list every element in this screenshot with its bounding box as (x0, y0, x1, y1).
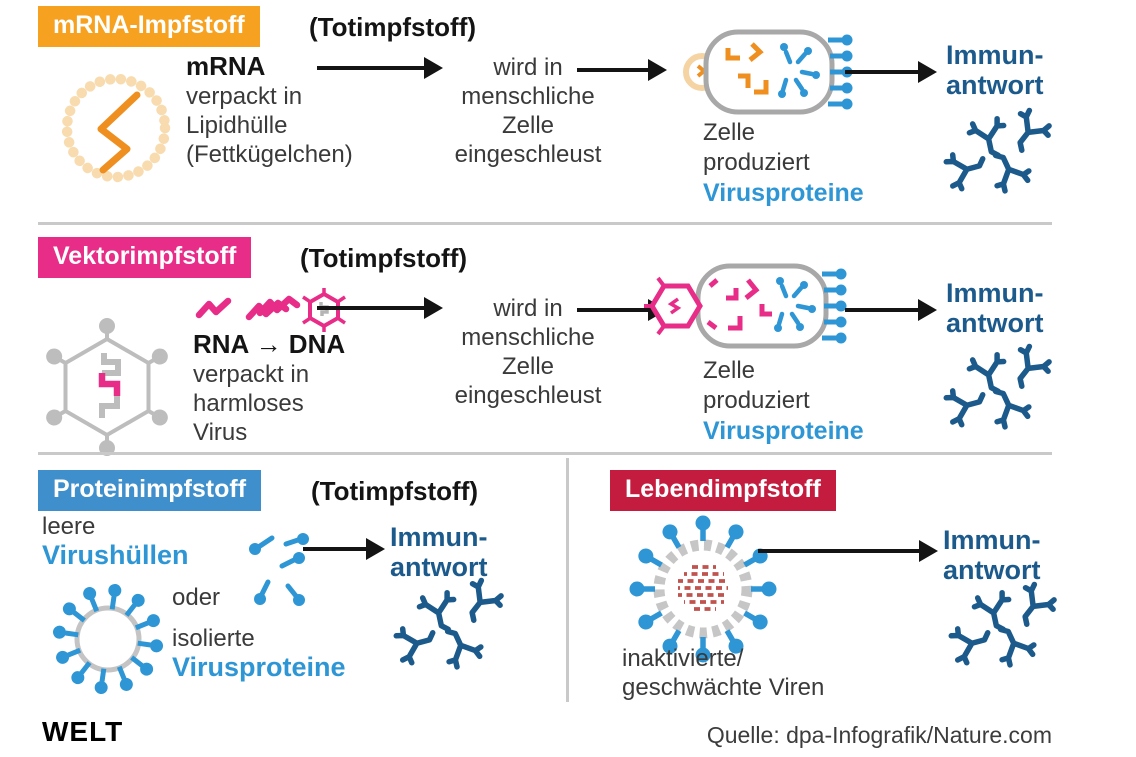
divider (38, 222, 1052, 225)
text-line: produziert (703, 149, 810, 176)
lipid-vesicle-icon (61, 73, 171, 183)
source-credit: Quelle: dpa-Infografik/Nature.com (706, 722, 1052, 748)
sublabel-totimpfstoff-3: (Totimpfstoff) (311, 476, 479, 506)
arrow-icon (303, 538, 385, 560)
text-line: inaktivierte/ (622, 645, 744, 672)
mrna-packed-text: mRNA verpackt in Lipidhülle (Fettkügelch… (186, 50, 353, 169)
rna-double-strand-icon (245, 295, 301, 321)
viral-genome (678, 565, 728, 611)
text-line: antwort (390, 552, 488, 582)
isolated-proteins-icon (249, 533, 309, 606)
text-line: Lipidhülle (186, 112, 288, 139)
rna-strand-icon (195, 297, 232, 319)
welt-logo: WELT (42, 716, 124, 747)
immune-response-label: Immun- antwort (943, 525, 1041, 585)
dna-strand-gray (101, 353, 121, 376)
immune-response-label: Immun- antwort (946, 40, 1044, 100)
virushuellen-label: Virushüllen (42, 540, 189, 570)
vektor-cell-text: Zelle produziert Virusproteine (703, 356, 864, 446)
text-line: Zelle (501, 353, 555, 380)
text-line: produziert (703, 387, 810, 414)
text-line: verpackt in (186, 83, 303, 110)
antibody-icons (953, 586, 1057, 668)
arrow-icon (317, 297, 443, 319)
rna-dna-title: RNA → DNA (193, 329, 346, 359)
rna-fragments-icon (706, 278, 772, 331)
text-line: eingeschleust (454, 141, 602, 168)
arrow-icon (845, 61, 937, 83)
label-proteinimpfstoff: Proteinimpfstoff (38, 470, 262, 511)
arrow-icon (845, 299, 937, 321)
text-line: Zelle (501, 112, 555, 139)
membrane-spikes-icon (822, 268, 847, 344)
leere-label: leere (42, 513, 96, 540)
text-line: menschliche (461, 83, 595, 110)
text-line: antwort (946, 308, 1044, 338)
mrna-cell-text: Zelle produziert Virusproteine (703, 118, 864, 208)
text-line: eingeschleust (454, 382, 602, 409)
label-vektorimpfstoff: Vektorimpfstoff (38, 237, 252, 278)
text-line: Virus (193, 419, 248, 446)
dna-in-virus-icon (302, 288, 346, 332)
divider (38, 452, 1052, 455)
isolierte-label: isolierte (172, 625, 255, 652)
mrna-strand-icon (97, 91, 141, 174)
mrna-fragments-icon (725, 42, 769, 95)
oder-label: oder (172, 584, 221, 611)
sublabel-totimpfstoff-1: (Totimpfstoff) (309, 12, 477, 42)
vector-virus-icon (46, 318, 168, 456)
vektor-delivery-text: wird in menschliche Zelle eingeschleust (443, 294, 613, 410)
virusproteine-label: Virusproteine (703, 417, 864, 445)
cell-mrna-icon (683, 29, 853, 115)
text-line: antwort (943, 555, 1041, 585)
membrane-spikes-icon (828, 34, 853, 110)
label-mrna-impfstoff: mRNA-Impfstoff (38, 6, 260, 47)
arrow-icon (577, 59, 667, 81)
arrow-icon (758, 540, 938, 562)
antibody-icons (948, 112, 1052, 194)
divider (566, 458, 569, 702)
text-line: geschwächte Viren (622, 674, 825, 701)
text-line: harmloses (193, 390, 304, 417)
virusproteine-label: Virusproteine (703, 179, 864, 207)
vektor-packed-text: RNA → DNA verpackt in harmloses Virus (193, 328, 345, 447)
text-line: antwort (946, 70, 1044, 100)
lebend-desc-text: inaktivierte/ geschwächte Viren (622, 644, 824, 702)
rna-insert-pink (98, 373, 121, 396)
virus-protein-burst-icon (778, 43, 820, 98)
text-line: Zelle (703, 119, 756, 146)
antibody-icons (398, 586, 502, 668)
mrna-title: mRNA (186, 51, 266, 81)
antibody-icons (948, 348, 1052, 430)
text-line: wird in (493, 295, 563, 322)
virusproteine-label: Virusproteine (172, 652, 346, 682)
text-line: Immun- (946, 40, 1044, 70)
cell-vektor-icon (644, 263, 847, 349)
text-line: Zelle (703, 357, 756, 384)
virus-protein-burst-icon (774, 277, 816, 332)
sublabel-totimpfstoff-2: (Totimpfstoff) (300, 243, 468, 273)
virus-membrane (653, 539, 753, 639)
vector-virus-fusion-icon (644, 276, 703, 336)
label-lebendimpfstoff: Lebendimpfstoff (610, 470, 836, 511)
arrow-icon (317, 57, 443, 79)
virus-shell-icon (52, 583, 164, 695)
text-line: Immun- (946, 278, 1044, 308)
immune-response-label: Immun- antwort (390, 522, 488, 582)
text-line: (Fettkügelchen) (186, 141, 353, 168)
text-line: verpackt in (193, 361, 310, 388)
text-line: Immun- (390, 522, 488, 552)
text-line: Immun- (943, 525, 1041, 555)
mrna-delivery-text: wird in menschliche Zelle eingeschleust (443, 53, 613, 169)
inactivated-virus-icon (628, 514, 778, 664)
text-line: wird in (493, 54, 563, 81)
immune-response-label: Immun- antwort (946, 278, 1044, 338)
text-line: menschliche (461, 324, 595, 351)
